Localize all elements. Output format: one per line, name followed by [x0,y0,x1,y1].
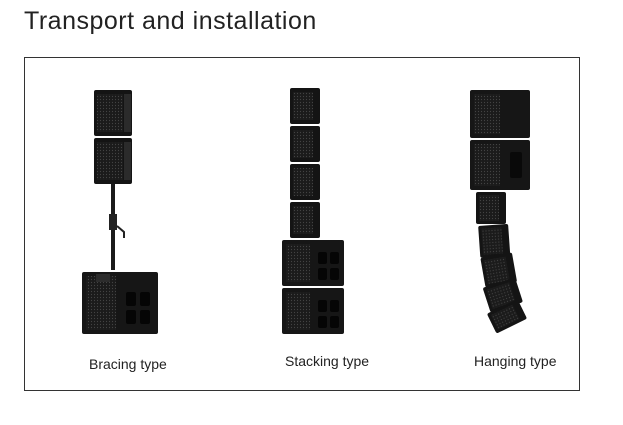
hanging-type-illustration [462,86,534,340]
stacking-type-illustration [278,86,348,336]
stacking-speaker-image [282,88,344,334]
hanging-speaker-image [470,90,530,333]
bracing-speaker-image [82,90,158,334]
stacking-type-label: Stacking type [285,353,370,369]
installation-figure-frame [24,57,580,391]
hanging-type-label: Hanging type [474,353,557,369]
bracing-type-illustration [78,86,160,338]
page-title: Transport and installation [24,7,317,35]
bracing-type-label: Bracing type [89,356,167,372]
